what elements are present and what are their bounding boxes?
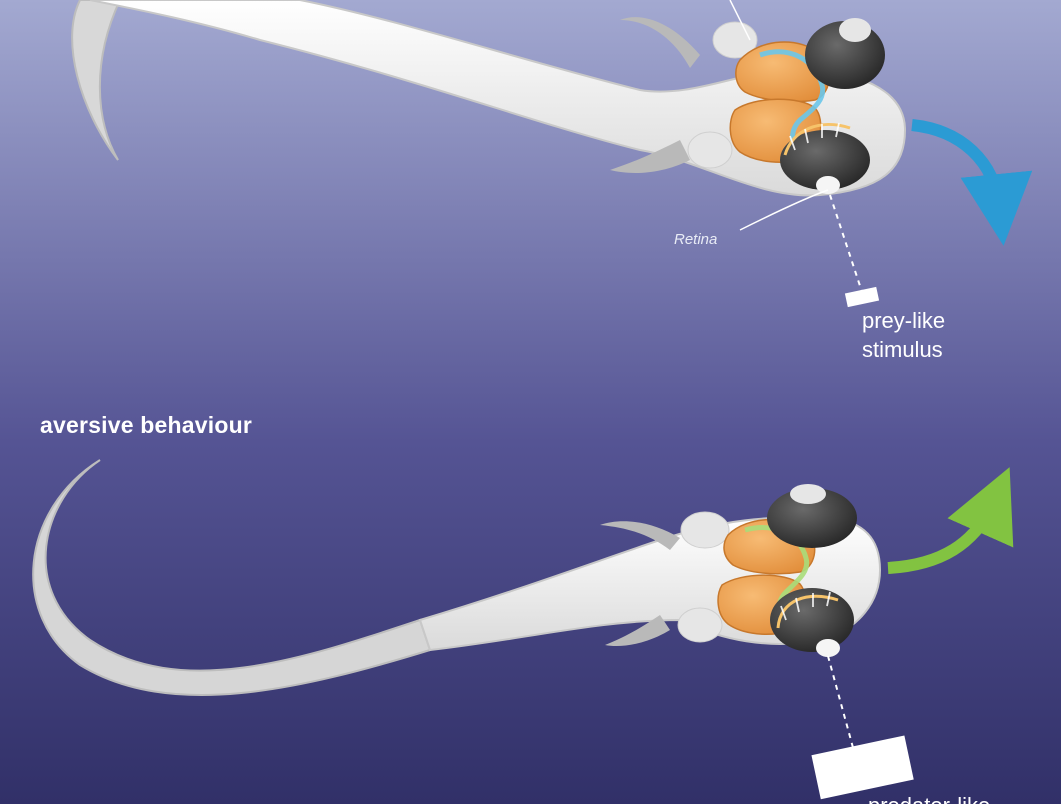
larva-bottom-lens (816, 639, 840, 657)
prey-stimulus-label-line1: prey-like (862, 306, 945, 335)
aversive-behaviour-label: aversive behaviour (40, 412, 252, 439)
retina-label: Retina (674, 231, 717, 248)
prey-stimulus-label-line2: stimulus (862, 335, 943, 364)
larva-bottom-ear-upper (681, 512, 729, 548)
larva-bottom-eye-highlight (790, 484, 826, 504)
larva-bottom-ear-lower (678, 608, 722, 642)
larva-top-ear-lower (688, 132, 732, 168)
larva-top-eye-highlight (839, 18, 871, 42)
larva-top-lens (816, 176, 840, 194)
predator-stimulus-label: predator-like (868, 793, 990, 804)
